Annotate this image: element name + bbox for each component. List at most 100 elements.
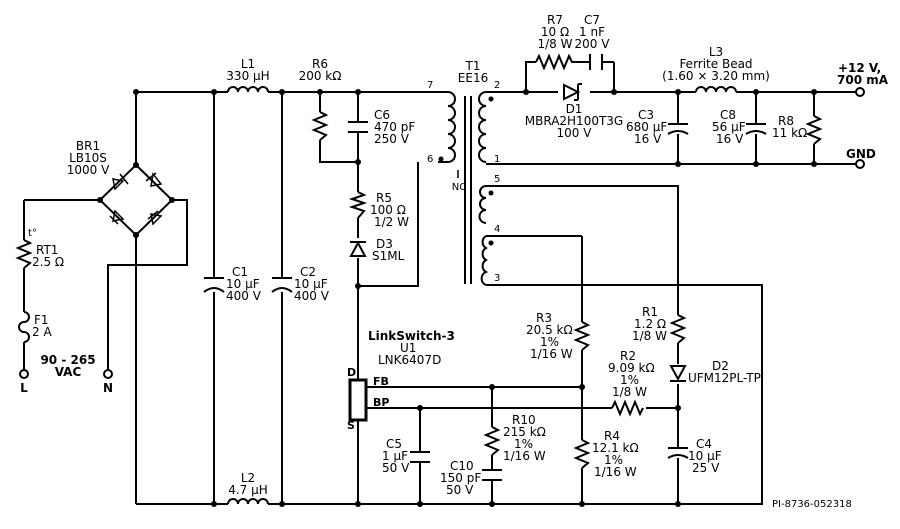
c7-rating: 200 V [575,37,611,51]
c10-ref: C10 [450,459,474,473]
r3-rating: 1/16 W [530,347,573,361]
line-label: L [20,381,28,395]
r5-ref: R5 [376,191,392,205]
l2-value: 4.7 µH [228,483,268,497]
r8-value: 11 kΩ [772,126,807,140]
t1-pin1: 1 [494,154,500,165]
u1-pin-s: S [347,419,355,432]
rt1-value: 2.5 Ω [32,255,64,269]
resistor-r5 [348,191,368,219]
t1-pin6: 6 [427,154,433,165]
line-terminal [19,369,29,379]
t1-pin5: 5 [494,174,500,185]
t1-pin3: 3 [494,273,500,284]
c7-value: 1 nF [579,25,605,39]
u1-pin-fb: FB [373,375,389,388]
diode-d1 [563,83,582,101]
thermistor-rt1 [15,239,33,269]
c8-rating: 16 V [716,132,744,146]
l1-ref: L1 [241,57,255,71]
l2-ref: L2 [241,471,255,485]
inductor-l3 [695,86,737,93]
capacitor-c2 [271,277,293,293]
l3-size: (1.60 × 3.20 mm) [662,69,770,83]
r1-ref: R1 [642,305,658,319]
capacitor-c3 [667,123,689,135]
resistor-r2 [611,399,644,417]
c2-value: 10 µF [294,277,328,291]
c6-value: 470 pF [374,120,415,134]
resistor-r7 [535,53,580,71]
input-type: VAC [55,365,82,379]
gnd-label: GND [846,147,876,161]
t1-nc: NC [452,182,466,193]
rt1-ref: RT1 [36,243,58,257]
t1-pin4: 4 [494,224,500,235]
resistor-r1 [669,314,687,344]
c6-rating: 250 V [374,132,410,146]
capacitor-c1 [203,277,225,293]
r10-ref: R10 [512,413,536,427]
c1-rating: 400 V [226,289,262,303]
u1-pin-bp: BP [373,396,389,409]
d2-ref: D2 [712,359,729,373]
c3-value: 680 µF [626,120,667,134]
r3-value: 20.5 kΩ [526,323,573,337]
br1-value: LB10S [69,151,107,165]
capacitor-c6 [348,121,368,133]
d1-value: MBRA2H100T3G [525,114,623,128]
c6-ref: C6 [374,108,390,122]
resistor-r6 [311,111,329,141]
d2-value: UFM12PL-TP [688,371,761,385]
br1-rating: 1000 V [67,163,110,177]
r4-tol: 1% [604,453,623,467]
resistor-r4 [573,439,591,469]
c1-ref: C1 [232,265,248,279]
fuse-f1 [18,311,30,343]
r6-ref: R6 [312,57,328,71]
c5-ref: C5 [386,437,402,451]
diode-d2 [669,365,687,382]
c5-value: 1 µF [382,449,408,463]
r7-ref: R7 [547,13,563,27]
r7-rating: 1/8 W [538,37,573,51]
u1-value: LNK6407D [378,353,441,367]
d1-ref: D1 [566,102,583,116]
d3-ref: D3 [376,237,393,251]
t1-ref: T1 [465,59,481,73]
r2-tol: 1% [620,373,639,387]
ic-u1 [348,378,368,422]
t1-pin2: 2 [494,80,500,91]
u1-pin-d: D [347,366,356,379]
inductor-l1 [227,86,269,93]
r8-ref: R8 [778,114,794,128]
r4-ref: R4 [604,429,620,443]
f1-ref: F1 [34,313,49,327]
capacitor-c10 [482,469,502,481]
bridge-rectifier-br1 [98,163,174,237]
neutral-label: N [103,381,113,395]
d3-value: S1ML [372,249,405,263]
neutral-terminal [103,369,113,379]
c2-rating: 400 V [294,289,330,303]
r1-value: 1.2 Ω [634,317,666,331]
r6-value: 200 kΩ [299,69,342,83]
r2-rating: 1/8 W [612,385,647,399]
output-voltage: +12 V, [838,61,881,75]
c8-ref: C8 [720,108,736,122]
output-current: 700 mA [837,73,889,87]
terminals [19,87,865,379]
t1-core: EE16 [458,71,488,85]
c8-value: 56 µF [712,120,746,134]
capacitor-c8 [745,123,767,135]
f1-value: 2 A [32,325,52,339]
br1-ref: BR1 [76,139,100,153]
labels: R7 10 Ω 1/8 W C7 1 nF 200 V L1 330 µH R6… [20,13,889,510]
c3-ref: C3 [638,108,654,122]
inductor-l2 [227,498,269,505]
c2-ref: C2 [300,265,316,279]
r3-ref: R3 [536,311,552,325]
r1-rating: 1/8 W [632,329,667,343]
r7-value: 10 Ω [541,25,569,39]
